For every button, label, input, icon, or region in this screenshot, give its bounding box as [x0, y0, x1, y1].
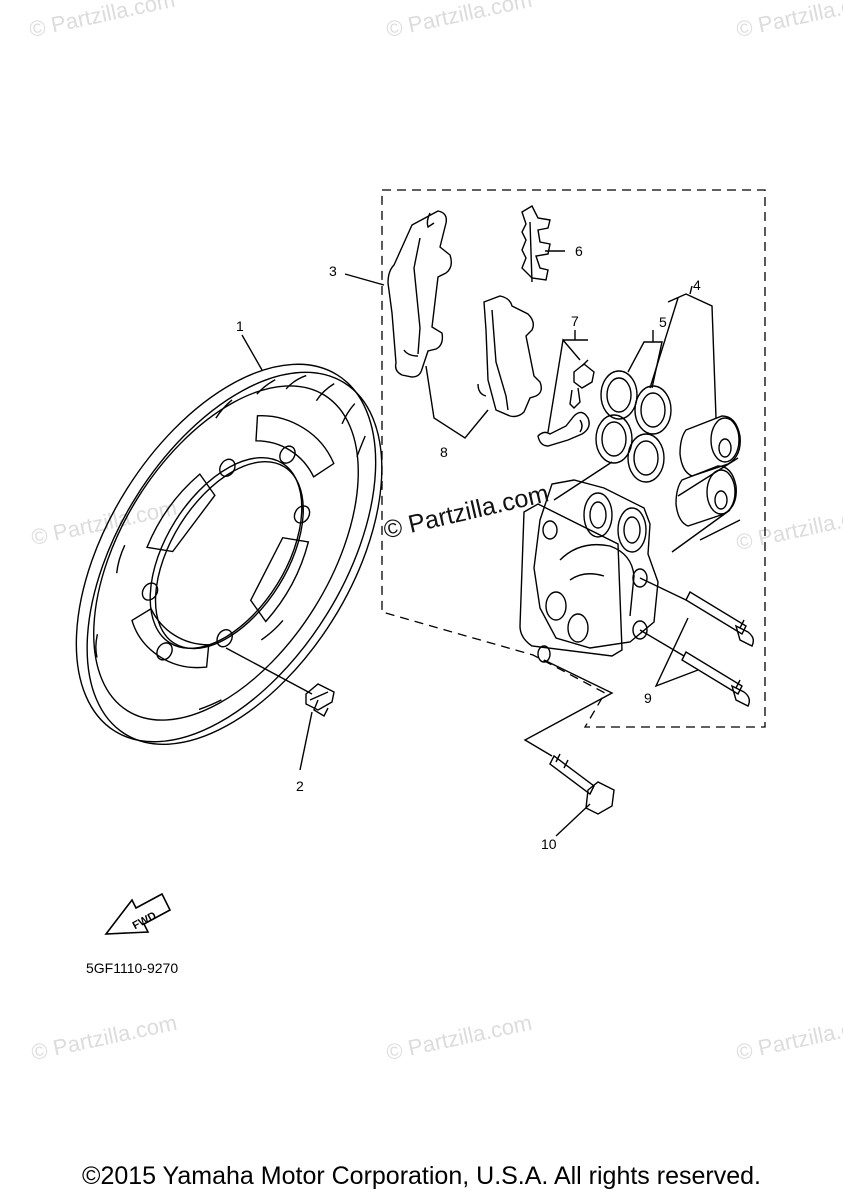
callout-5: 5 [659, 314, 667, 330]
callout-7: 7 [571, 313, 579, 329]
dust-seal [627, 433, 665, 483]
assembly-dashed-frame [381, 189, 766, 728]
caliper-bolt [549, 753, 615, 815]
caliper-body [519, 479, 659, 663]
callout-6: 6 [575, 243, 583, 259]
slide-pin [685, 591, 755, 647]
disc-bolt [305, 683, 335, 717]
piston-seal [600, 370, 638, 420]
fwd-arrow-icon [104, 892, 172, 935]
callout-4: 4 [693, 277, 701, 293]
callout-1: 1 [236, 318, 244, 334]
bleed-cap [537, 411, 590, 447]
callout-3: 3 [329, 263, 337, 279]
callout-10: 10 [541, 836, 557, 852]
brake-pad-inner [477, 295, 543, 418]
dust-seal [595, 414, 633, 464]
caliper-piston [675, 465, 737, 527]
slide-pin [681, 651, 751, 707]
piston-seal [634, 385, 672, 435]
caliper-piston [679, 415, 741, 477]
brake-pad-outer [387, 210, 453, 378]
diagram-code: 5GF1110-9270 [86, 960, 179, 976]
pad-spring-clip [521, 205, 551, 283]
callout-2: 2 [296, 778, 304, 794]
callout-8: 8 [440, 444, 448, 460]
copyright-notice: ©2015 Yamaha Motor Corporation, U.S.A. A… [82, 1162, 761, 1190]
callout-9: 9 [644, 690, 652, 706]
bleed-screw [569, 359, 595, 409]
brake-disc [75, 363, 383, 745]
